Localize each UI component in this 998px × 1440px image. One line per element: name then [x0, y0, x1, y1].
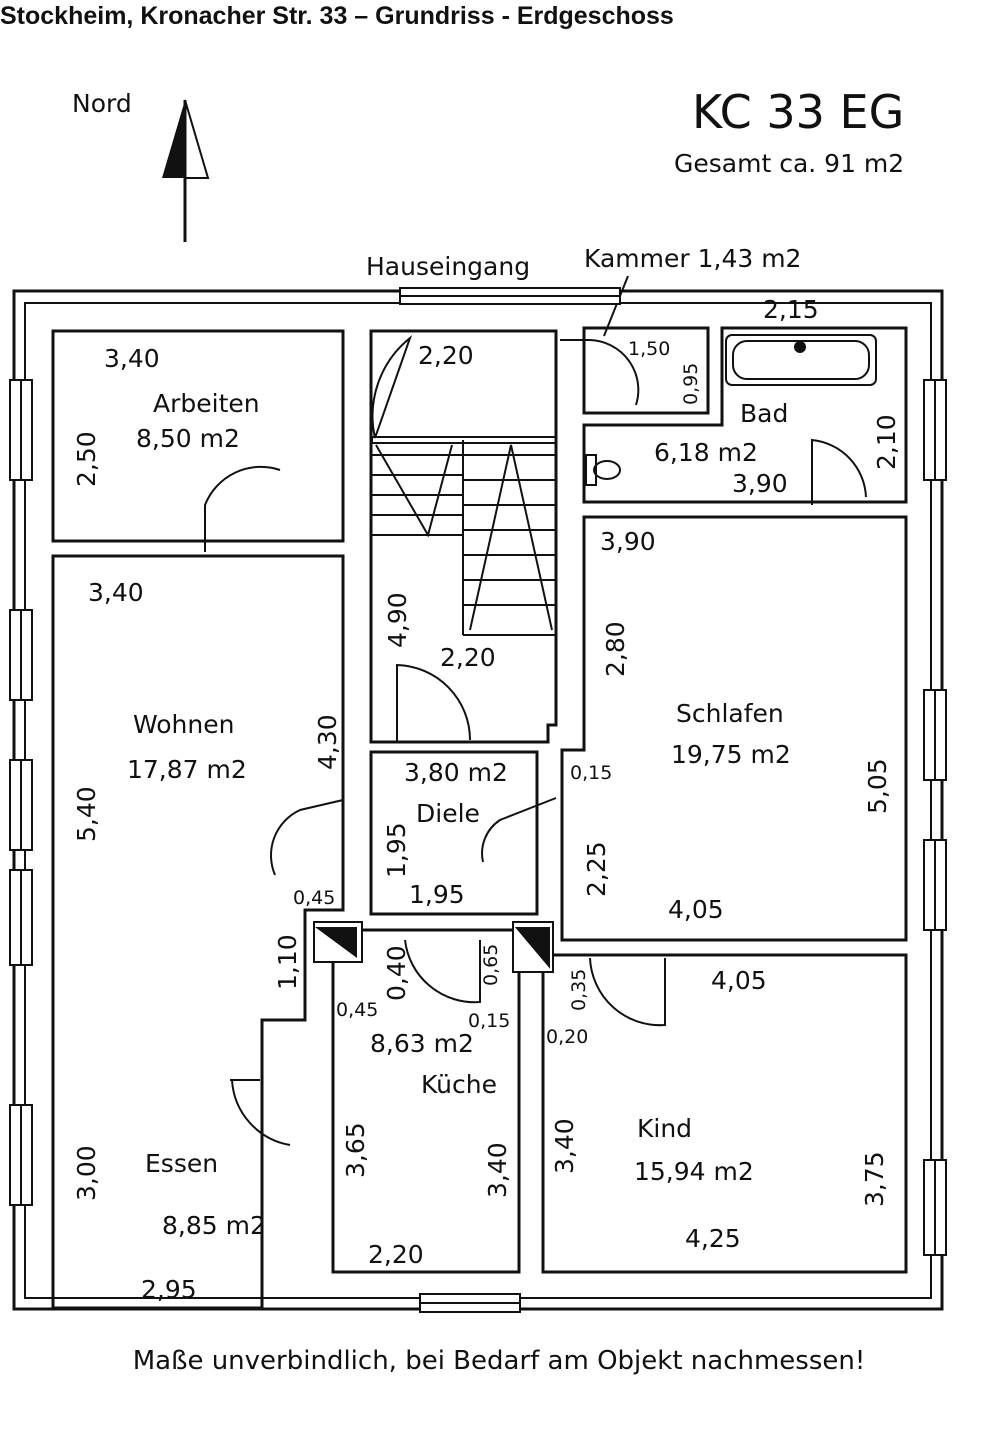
dim-bad-height: 2,10	[872, 414, 901, 470]
room-area-wohnen: 17,87 m2	[127, 755, 247, 784]
dim-wohnen-offset: 0,45	[293, 887, 335, 909]
dim-kueche-d1: 0,40	[382, 945, 411, 1001]
dim-kueche-height-right: 3,40	[483, 1142, 512, 1198]
dim-stair-width-bottom: 2,20	[440, 643, 496, 672]
room-kueche	[331, 928, 521, 1274]
dim-kind-height-right: 3,75	[860, 1151, 889, 1207]
dim-diele-height: 1,95	[382, 822, 411, 878]
room-diele	[369, 750, 539, 916]
dim-wohnen-height-right: 4,30	[313, 714, 342, 770]
north-arrow-icon	[162, 99, 210, 242]
dim-kind-d2: 0,20	[546, 1026, 588, 1048]
room-area-bad: 6,18 m2	[654, 438, 758, 467]
room-name-diele: Diele	[416, 799, 480, 828]
dim-kammer-width: 1,50	[628, 338, 670, 360]
door-swings	[204, 335, 867, 1146]
dim-schlafen-height-lower: 2,25	[582, 841, 611, 897]
room-schlafen	[560, 515, 908, 942]
window-marks	[9, 287, 947, 1313]
dim-essen-width: 2,95	[141, 1275, 197, 1304]
room-area-kueche: 8,63 m2	[370, 1029, 474, 1058]
room-name-bad: Bad	[740, 399, 788, 428]
dim-essen-height: 3,00	[72, 1145, 101, 1201]
dim-kueche-d4: 0,15	[468, 1010, 510, 1032]
dim-kind-width-top: 4,05	[711, 966, 767, 995]
room-area-diele: 3,80 m2	[404, 758, 508, 787]
room-name-wohnen: Wohnen	[133, 710, 234, 739]
kammer-label: Kammer 1,43 m2	[584, 244, 801, 273]
room-kind	[541, 953, 908, 1274]
plan-code: KC 33 EG	[692, 85, 904, 139]
room-area-essen: 8,85 m2	[162, 1211, 266, 1240]
dim-kueche-d3: 0,65	[480, 944, 502, 986]
room-bad	[582, 326, 908, 504]
dim-wohnen-height: 5,40	[72, 786, 101, 842]
room-area-arbeiten: 8,50 m2	[136, 424, 240, 453]
dim-schlafen-offset: 0,15	[570, 762, 612, 784]
dim-schlafen-width-bottom: 4,05	[668, 895, 724, 924]
dim-kueche-height-left: 3,65	[341, 1122, 370, 1178]
page-title: Stockheim, Kronacher Str. 33 – Grundriss…	[0, 2, 674, 30]
dim-kueche-width: 2,20	[368, 1240, 424, 1269]
dim-schlafen-height-left: 2,80	[601, 621, 630, 677]
plan-total-area: Gesamt ca. 91 m2	[674, 149, 904, 178]
kammer-leader-line	[603, 275, 629, 337]
dim-arbeiten-height: 2,50	[72, 431, 101, 487]
dim-wohnen-width: 3,40	[88, 578, 144, 607]
dim-schlafen-height-right: 5,05	[863, 758, 892, 814]
room-wohnen-essen	[51, 554, 345, 1310]
dim-bad-width-top: 2,15	[763, 295, 819, 324]
dim-kammer-height: 0,95	[680, 363, 702, 405]
staircase	[371, 436, 557, 636]
room-arbeiten	[51, 329, 345, 543]
dim-kueche-d2: 0,45	[336, 999, 378, 1021]
toilet-icon	[585, 454, 621, 486]
room-kammer	[582, 326, 710, 415]
room-name-kueche: Küche	[421, 1070, 497, 1099]
disclaimer-note: Maße unverbindlich, bei Bedarf am Objekt…	[132, 1346, 866, 1376]
room-area-schlafen: 19,75 m2	[671, 740, 791, 769]
dim-schlafen-width: 3,90	[600, 527, 656, 556]
room-area-kind: 15,94 m2	[634, 1157, 754, 1186]
room-name-arbeiten: Arbeiten	[153, 389, 260, 418]
dim-arbeiten-width: 3,40	[104, 344, 160, 373]
dim-kind-height-left: 3,40	[550, 1118, 579, 1174]
dim-stair-height: 4,90	[383, 592, 412, 648]
north-label: Nord	[72, 89, 132, 118]
bathtub-icon	[725, 334, 877, 386]
dim-stair-width-top: 2,20	[418, 341, 474, 370]
entrance-label: Hauseingang	[366, 252, 530, 281]
dim-kind-width-bottom: 4,25	[685, 1224, 741, 1253]
dim-bad-width-bottom: 3,90	[732, 469, 788, 498]
dim-diele-width: 1,95	[409, 880, 465, 909]
room-name-schlafen: Schlafen	[676, 699, 784, 728]
room-name-essen: Essen	[145, 1149, 218, 1178]
room-stair-hall	[369, 329, 558, 744]
chimney-shafts	[313, 921, 554, 973]
room-name-kind: Kind	[637, 1114, 692, 1143]
dim-kind-d1: 0,35	[568, 969, 590, 1011]
dim-wohnen-step: 1,10	[273, 934, 302, 990]
